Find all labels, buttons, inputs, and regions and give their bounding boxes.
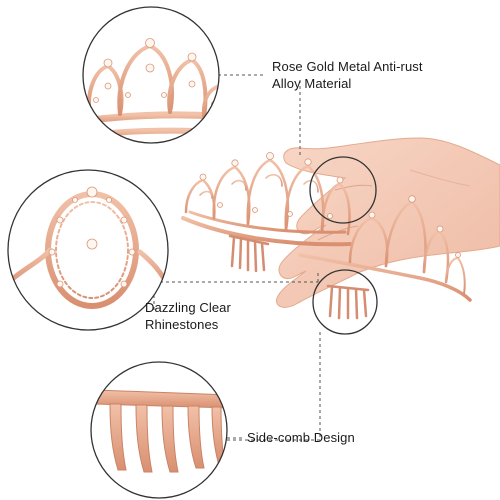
callout-side-comb: Side-comb Design <box>247 429 355 446</box>
tiara-second-comb <box>326 284 370 320</box>
tiara-second-gems <box>368 195 461 258</box>
callout-rhinestones: Dazzling Clear Rhinestones <box>145 299 231 333</box>
callout-alloy-line1: Rose Gold Metal Anti-rust <box>272 59 423 74</box>
hand <box>276 137 500 308</box>
callout-comb-line1: Side-comb Design <box>247 430 355 445</box>
callout-alloy-material: Rose Gold Metal Anti-rust Alloy Material <box>272 58 423 92</box>
callout-circle-rhinestones <box>7 169 169 331</box>
zoom-ring-comb <box>312 269 378 335</box>
callout-circle-comb <box>90 361 228 499</box>
tiara-main-gems <box>199 152 344 219</box>
callout-circle-crown <box>82 6 220 144</box>
zoom-ring-crown <box>309 156 377 224</box>
tiara-main-comb <box>228 234 270 273</box>
callout-rhinestones-line2: Rhinestones <box>145 317 219 332</box>
tiara-main <box>181 158 352 247</box>
callout-alloy-line2: Alloy Material <box>272 76 352 91</box>
callout-rhinestones-line1: Dazzling Clear <box>145 300 231 315</box>
